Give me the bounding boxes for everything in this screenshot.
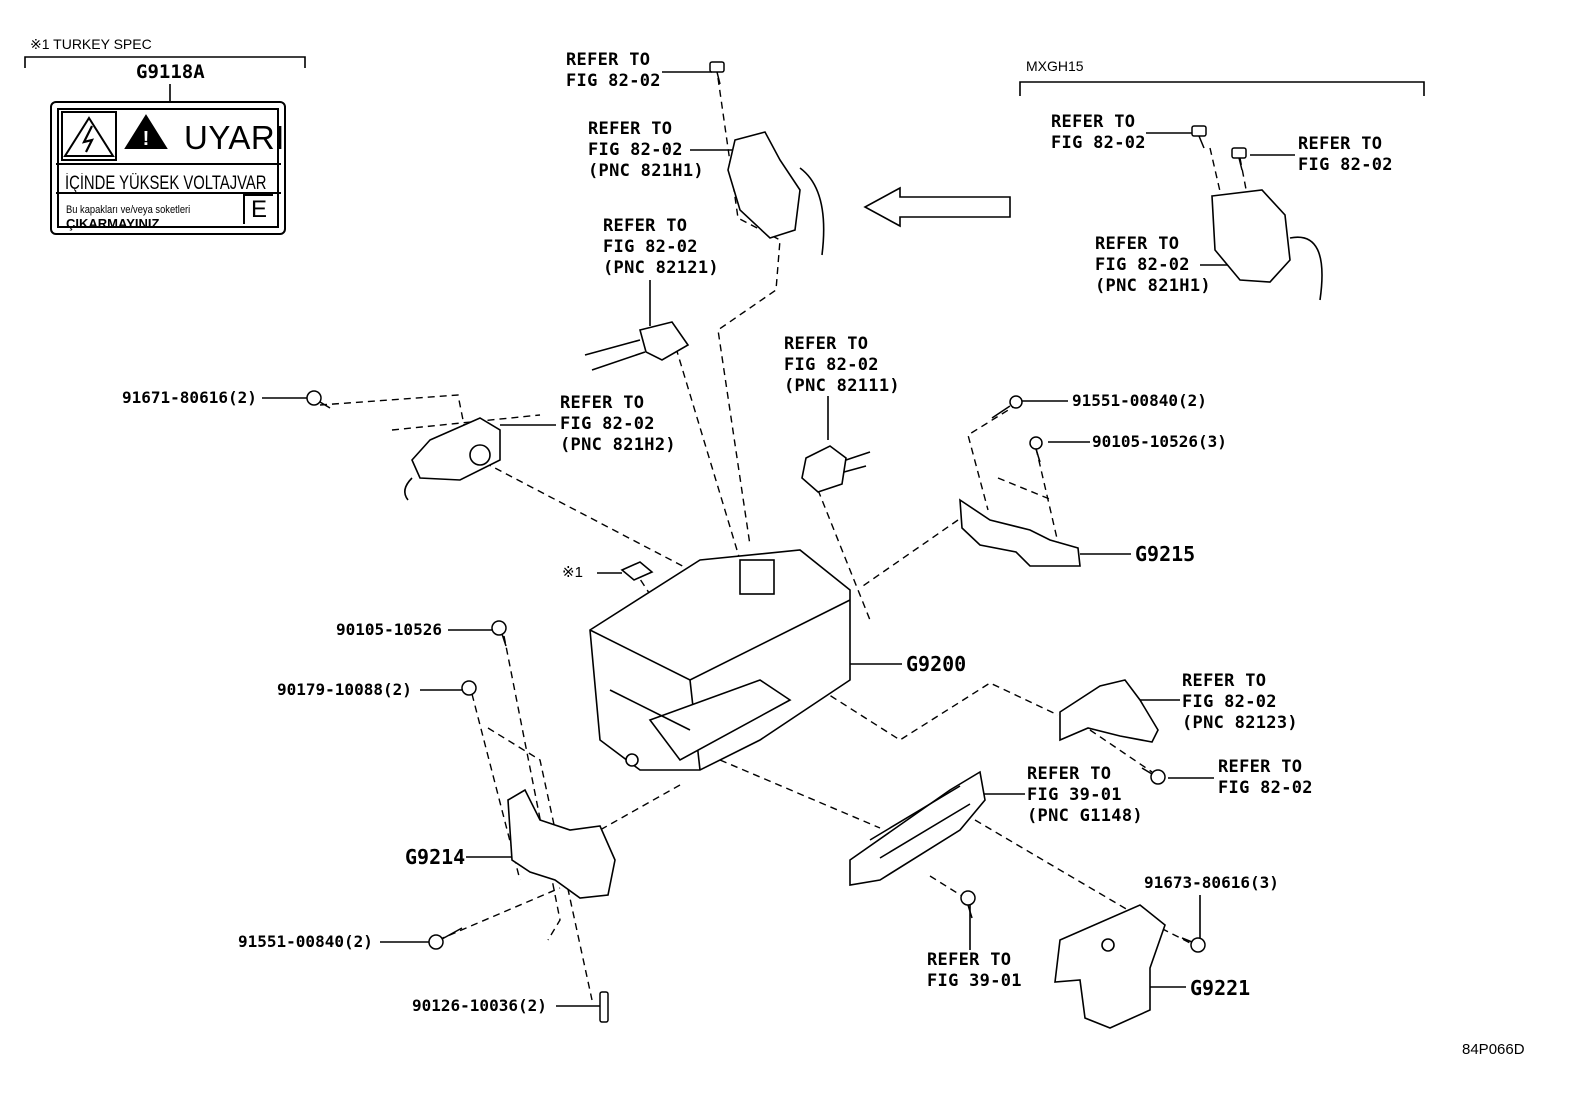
bracket-g9214 [507,788,616,899]
variant-header: MXGH15 [1026,58,1084,74]
warning-label-line1: İÇİNDE YÜKSEK VOLTAJVAR [65,173,267,194]
bolt-icon [461,680,477,696]
refer-callout: REFER TO FIG 82-02 [1298,134,1393,175]
assembly-line [391,414,541,431]
bolt-icon [1231,147,1247,171]
refer-callout: REFER TO FIG 82-02 (PNC 821H1) [588,119,704,181]
cooling-plate [849,770,986,886]
assembly-line [437,887,561,941]
code-g9221: G9221 [1190,976,1251,1000]
assembly-line [929,875,963,897]
assembly-line [487,727,593,1001]
assembly-line [719,759,881,829]
warning-label-line2: Bu kapakları ve/veya soketleri [66,204,191,216]
refer-callout: REFER TO FIG 82-02 (PNC 821H1) [1095,234,1211,296]
assembly-line [1239,157,1251,211]
figure-id: 84P066D [1462,1041,1525,1058]
turkey-spec-bracket [24,56,306,68]
bolt-icon [1029,436,1043,463]
bracket-g9221 [1054,904,1166,1029]
part-number: 90179-10088(2) [277,680,412,699]
bracket-82123 [1059,679,1159,743]
code-g9215: G9215 [1135,542,1196,566]
assembly-line [789,669,1059,741]
assembly-line [967,403,1019,511]
refer-callout: REFER TO FIG 39-01 (PNC G1148) [1027,764,1143,826]
refer-callout: REFER TO FIG 39-01 [927,950,1022,991]
note-mark: ※1 [562,564,583,581]
bolt-icon [991,395,1023,419]
bolt-icon [428,927,463,950]
assembly-line [675,347,741,561]
part-number: 91673-80616(3) [1144,873,1279,892]
bolt-icon [306,390,331,409]
caution-label-patch [620,561,654,581]
warning-label-line3: ÇIKARMAYINIZ [66,216,160,231]
inverter-assembly [589,549,851,771]
sensor-bracket [404,417,501,501]
assembly-line [599,784,681,831]
bolt-icon [1181,937,1206,953]
assembly-line [1089,729,1153,773]
part-number: 90105-10526 [336,620,442,639]
harness-connector [584,321,690,371]
stud-icon [599,991,609,1023]
code-g9214: G9214 [405,845,466,869]
assembly-line [859,519,959,589]
part-number: 91671-80616(2) [122,388,257,407]
bracket-g9215 [959,498,1081,567]
refer-callout: REFER TO FIG 82-02 [566,50,661,91]
turkey-spec-header: ※1 TURKEY SPEC [30,36,152,52]
warning-label-corner: E [243,194,273,224]
warning-label: UYARI İÇİNDE YÜKSEK VOLTAJVAR Bu kapakla… [50,101,286,235]
refer-callout: REFER TO FIG 82-02 (PNC 82111) [784,334,900,396]
assembly-line [1209,147,1223,201]
part-number: 90105-10526(3) [1092,432,1227,451]
refer-callout: REFER TO FIG 82-02 [1218,757,1313,798]
code-g9200: G9200 [906,652,967,676]
refer-callout: REFER TO FIG 82-02 [1051,112,1146,153]
assembly-line [997,477,1053,501]
connector-bracket [727,131,825,256]
cable-clamp [801,445,871,493]
refer-callout: REFER TO FIG 82-02 (PNC 821H2) [560,393,676,455]
part-number: 91551-00840(2) [238,932,373,951]
bolt-icon [960,890,976,919]
assembly-line [503,635,561,941]
mxgh15-bracket [1019,81,1425,96]
refer-callout: REFER TO FIG 82-02 (PNC 82121) [603,216,719,278]
refer-callout: REFER TO FIG 82-02 (PNC 82123) [1182,671,1298,733]
svg-text:!: ! [143,128,150,150]
bolt-icon [1191,125,1207,149]
part-number: 90126-10036(2) [412,996,547,1015]
warning-triangle-icon [124,114,168,149]
bolt-icon [1141,767,1166,785]
part-g9118a: G9118A [136,61,205,83]
high-voltage-icon [61,111,117,161]
bolt-icon [491,620,507,647]
variant-arrow-icon [863,186,1011,228]
warning-label-title: UYARI [184,119,285,156]
bolt-icon [709,61,725,85]
connector-bracket-mxgh15 [1211,189,1323,301]
part-number: 91551-00840(2) [1072,391,1207,410]
